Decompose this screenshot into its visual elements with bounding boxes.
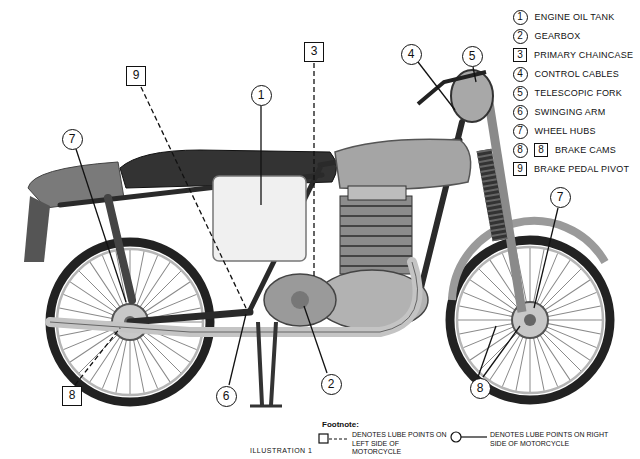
footnote-label: Footnote:	[322, 420, 359, 429]
legend-entry: 7 WHEEL HUBS	[513, 124, 596, 139]
footnote-text: DENOTES LUBE POINTS ON LEFT SIDE OF MOTO…	[352, 431, 448, 457]
fuel-tank	[335, 139, 471, 189]
exhaust-edge	[50, 262, 418, 332]
callout-number: 4	[513, 67, 528, 82]
legend-entry: 1 ENGINE OIL TANK	[513, 10, 615, 25]
callout-number: 7	[513, 124, 528, 139]
callout-marker: 2	[321, 374, 342, 395]
legend-entry: 6 SWINGING ARM	[513, 105, 606, 120]
right-side-sample	[450, 431, 488, 443]
handlebar	[418, 72, 486, 104]
callout-number: 1	[251, 85, 272, 106]
part-name: ENGINE OIL TANK	[535, 12, 615, 22]
part-name: TELESCOPIC FORK	[535, 88, 623, 98]
legend-entry: 9 BRAKE PEDAL PIVOT	[513, 162, 629, 176]
part-name: SWINGING ARM	[535, 107, 606, 117]
callout-marker: 1	[251, 85, 272, 106]
exhaust-pipe	[50, 262, 418, 332]
callout-marker: 9	[126, 66, 146, 86]
right-side-leaders	[76, 62, 558, 385]
legend-entry: 3 PRIMARY CHAINCASE	[513, 48, 633, 62]
part-name: BRAKE CAMS	[555, 145, 616, 155]
callout-number: 8	[470, 378, 491, 399]
legend-entry: 8	[513, 143, 528, 158]
callout-number: 3	[304, 42, 324, 62]
left-side-leaders	[75, 63, 314, 385]
part-name: GEARBOX	[535, 31, 581, 41]
callout-number: 2	[321, 374, 342, 395]
callout-number: 5	[462, 46, 483, 67]
callout-number: 7	[62, 129, 83, 150]
callout-number: 8	[534, 143, 548, 157]
legend-entry: 8 BRAKE CAMS	[534, 143, 616, 157]
legend-entry: 2 GEARBOX	[513, 29, 581, 44]
oil-tank-panel	[213, 176, 306, 261]
part-name: WHEEL HUBS	[535, 126, 596, 136]
callout-number: 2	[513, 29, 528, 44]
callout-marker: 4	[401, 44, 422, 65]
left-side-sample	[318, 433, 350, 445]
rear-mudguard	[24, 196, 50, 262]
callout-number: 3	[513, 48, 527, 62]
callout-number: 8	[62, 386, 82, 406]
callout-marker: 7	[62, 129, 83, 150]
callout-marker: 7	[550, 187, 571, 208]
engine	[264, 186, 428, 330]
caption: ILLUSTRATION 1	[250, 447, 313, 454]
callout-marker: 6	[216, 386, 237, 407]
callout-number: 6	[216, 386, 237, 407]
callout-number: 5	[513, 86, 528, 101]
callout-marker: 8	[62, 386, 82, 406]
centre-stand	[250, 322, 282, 406]
footnote-text: DENOTES LUBE POINTS ON RIGHT SIDE OF MOT…	[490, 431, 626, 448]
callout-marker: 5	[462, 46, 483, 67]
front-mudguard	[452, 221, 605, 300]
legend-entry: 5 TELESCOPIC FORK	[513, 86, 623, 101]
callout-number: 1	[513, 10, 528, 25]
callout-number: 7	[550, 187, 571, 208]
callout-number: 9	[513, 162, 527, 176]
legend-entry: 4 CONTROL CABLES	[513, 67, 620, 82]
callout-number: 6	[513, 105, 528, 120]
callout-marker: 8	[470, 378, 491, 399]
part-name: PRIMARY CHAINCASE	[534, 50, 633, 60]
part-name: BRAKE PEDAL PIVOT	[534, 164, 629, 174]
callout-number: 9	[126, 66, 146, 86]
callout-number: 4	[401, 44, 422, 65]
part-name: CONTROL CABLES	[535, 69, 620, 79]
front-wheel	[445, 235, 614, 404]
callout-number: 8	[513, 143, 528, 158]
callout-marker: 3	[304, 42, 324, 62]
